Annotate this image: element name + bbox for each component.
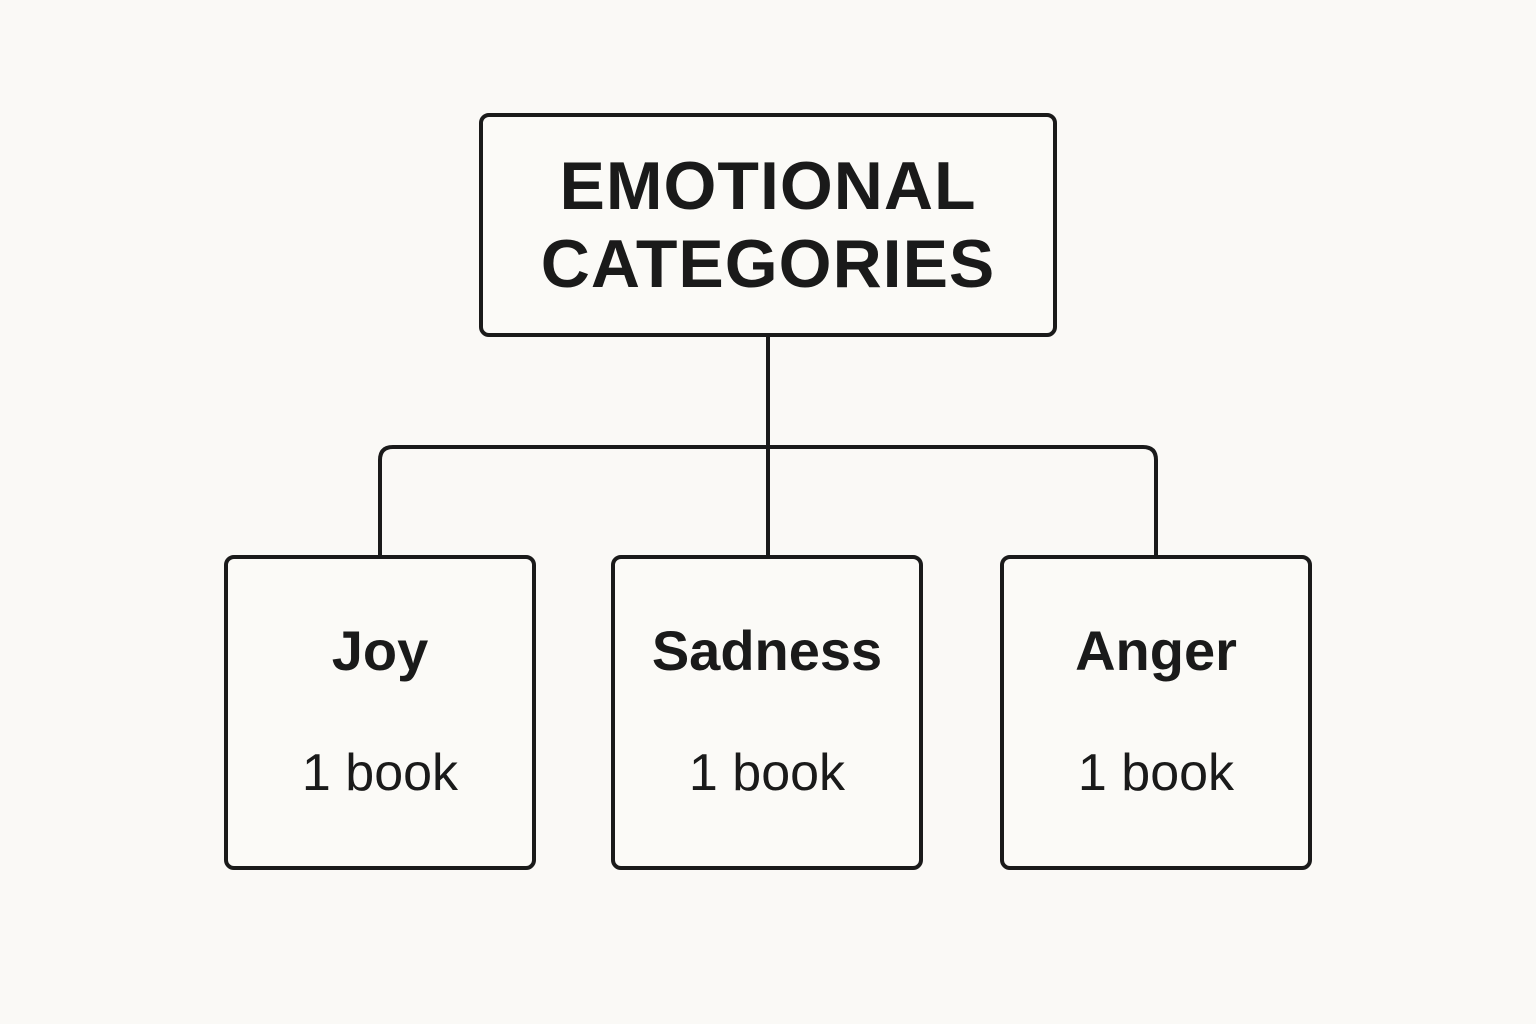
root-node: EMOTIONAL CATEGORIES [479, 113, 1057, 337]
category-count: 1 book [1077, 744, 1235, 802]
category-label: Sadness [651, 619, 883, 682]
root-title-line-1: EMOTIONAL [559, 148, 977, 224]
category-node-joy: Joy 1 book [224, 555, 536, 870]
branch-bar-line [378, 445, 1158, 555]
category-count: 1 book [688, 744, 846, 802]
category-node-sadness: Sadness 1 book [611, 555, 923, 870]
root-title-line-2: CATEGORIES [540, 226, 996, 302]
category-count: 1 book [301, 744, 459, 802]
category-node-anger: Anger 1 book [1000, 555, 1312, 870]
category-label: Joy [331, 619, 429, 682]
category-label: Anger [1075, 619, 1237, 682]
